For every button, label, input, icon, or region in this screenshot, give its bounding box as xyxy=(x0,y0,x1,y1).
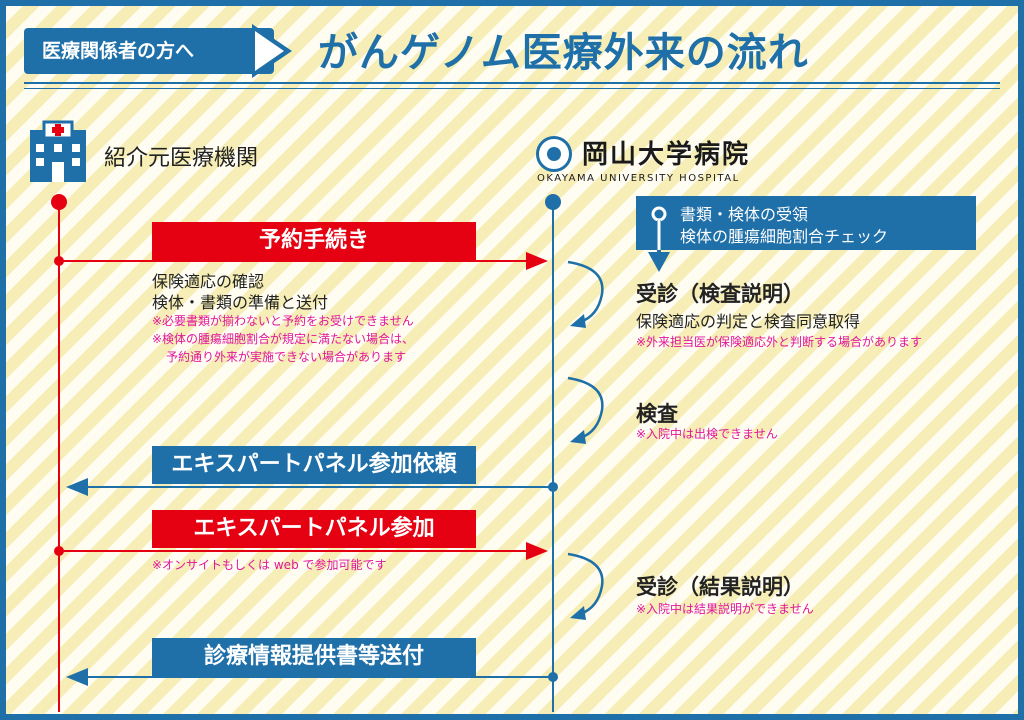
right-lifeline-start-dot xyxy=(545,194,561,210)
receive-box: 書類・検体の受領 検体の腫瘍細胞割合チェック xyxy=(636,196,976,250)
expert-request-arrow-dot xyxy=(548,482,558,492)
expert-request-arrow-line xyxy=(86,486,554,488)
receive-line2: 検体の腫瘍細胞割合チェック xyxy=(680,227,889,246)
receive-down-arrow-icon xyxy=(648,206,670,272)
web-participation-note: ※オンサイトもしくは web で参加可能です xyxy=(152,558,387,572)
referring-institution-label: 紹介元医療機関 xyxy=(104,146,259,171)
tumor-ratio-note-cont: 予約通り外来が実施できない場合があります xyxy=(166,350,407,364)
page-title: がんゲノム医療外来の流れ xyxy=(318,30,809,76)
documents-note: ※必要書類が揃わないと予約をお受けできません xyxy=(152,314,414,328)
curved-arrow-icon-1 xyxy=(567,260,604,328)
curved-arrow-icon-2 xyxy=(567,376,604,444)
test-title: 検査 xyxy=(636,402,678,426)
expert-panel-join-box: エキスパートパネル参加 xyxy=(152,510,476,548)
reservation-arrow-line xyxy=(59,260,529,262)
tumor-ratio-note: ※検体の腫瘍細胞割合が規定に満たない場合は、 xyxy=(152,332,415,346)
insurance-check-text: 保険適応の確認 xyxy=(152,272,265,291)
header-rule-top xyxy=(24,82,1000,84)
hospital-name-en: OKAYAMA UNIVERSITY HOSPITAL xyxy=(537,173,740,184)
report-arrow-line xyxy=(86,676,554,678)
chevron-right-icon-inner xyxy=(255,31,284,71)
report-arrowhead xyxy=(66,668,88,686)
receive-line1: 書類・検体の受領 xyxy=(680,205,809,224)
audience-badge: 医療関係者の方へ xyxy=(24,28,274,74)
reservation-arrowhead xyxy=(526,252,548,270)
consult-explanation-title: 受診（検査説明） xyxy=(636,282,804,306)
specimen-prep-text: 検体・書類の準備と送付 xyxy=(152,293,329,312)
expert-join-arrowhead xyxy=(526,542,548,560)
reservation-box: 予約手続き xyxy=(152,222,476,260)
expert-panel-request-box: エキスパートパネル参加依頼 xyxy=(152,446,476,484)
report-send-box: 診療情報提供書等送付 xyxy=(152,638,476,676)
university-hospital-logo-icon xyxy=(536,136,572,172)
left-lifeline-start-dot xyxy=(51,194,67,210)
right-lifeline xyxy=(552,202,554,712)
curved-arrow-icon-3 xyxy=(567,552,604,620)
expert-join-arrow-line xyxy=(59,550,529,552)
consult-result-note: ※入院中は結果説明ができません xyxy=(636,602,814,616)
hospital-building-icon xyxy=(30,120,86,182)
header-rule-bottom xyxy=(24,88,1000,89)
test-note: ※入院中は出検できません xyxy=(636,427,778,441)
left-lifeline xyxy=(58,202,60,712)
consult-result-title: 受診（結果説明） xyxy=(636,575,804,599)
expert-request-arrowhead xyxy=(66,478,88,496)
consult-explanation-desc: 保険適応の判定と検査同意取得 xyxy=(636,312,861,331)
consult-explanation-note: ※外来担当医が保険適応外と判断する場合があります xyxy=(636,335,923,349)
report-arrow-dot xyxy=(548,672,558,682)
hospital-name: 岡山大学病院 xyxy=(582,140,751,170)
